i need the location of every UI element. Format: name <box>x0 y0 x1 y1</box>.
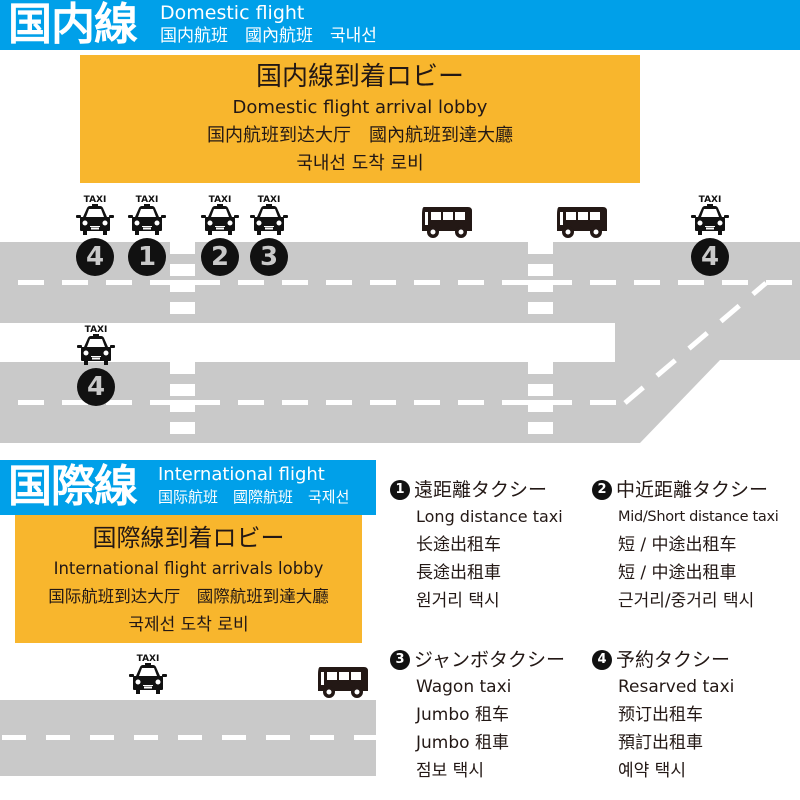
bus-icon <box>314 665 370 699</box>
legend-title: 中近距離タクシー <box>616 479 769 501</box>
taxi-stand-badge-4: 4 <box>691 238 729 276</box>
international-header: 国際線 International flight 国际航班 國際航班 국제선 <box>0 460 376 515</box>
legend-ko: 원거리 택시 <box>416 591 500 611</box>
international-lobby-title-ja: 国際線到着ロビー <box>92 524 285 552</box>
taxi-icon <box>125 193 169 237</box>
number-badge-icon: 4 <box>592 650 612 670</box>
domestic-header: 国内線 Domestic flight 国内航班 國內航班 국내선 <box>0 0 800 50</box>
domestic-subtitles: 国内航班 國內航班 국내선 <box>160 26 377 46</box>
domestic-lobby-title-zh: 国内航班到达大厅 國內航班到達大廳 <box>207 125 513 146</box>
legend-zh-traditional: 長途出租車 <box>416 563 501 583</box>
taxi-stand-badge-4: 4 <box>76 238 114 276</box>
domestic-arrival-lobby: 国内線到着ロビー Domestic flight arrival lobby 国… <box>80 55 640 183</box>
taxi-icon <box>74 323 118 367</box>
legend-title: 遠距離タクシー <box>414 479 548 501</box>
taxi-icon <box>247 193 291 237</box>
legend-ko: 예약 택시 <box>618 761 686 781</box>
legend-zh-traditional: Jumbo 租車 <box>416 733 509 753</box>
international-lobby-title-ko: 국제선 도착 로비 <box>128 615 249 635</box>
international-title-en: International flight <box>158 464 325 485</box>
legend-title: ジャンボタクシー <box>414 649 566 671</box>
legend-en: Mid/Short distance taxi <box>618 509 779 525</box>
taxi-icon <box>198 193 242 237</box>
legend-ko: 점보 택시 <box>416 761 484 781</box>
legend-zh-traditional: 短 / 中途出租車 <box>618 563 737 583</box>
international-lobby-title-zh: 国际航班到达大厅 國際航班到達大廳 <box>48 587 329 606</box>
legend-title: 予約タクシー <box>616 649 731 671</box>
legend-zh-simplified: 预订出租车 <box>618 705 703 725</box>
legend-zh-simplified: 短 / 中途出租车 <box>618 535 737 555</box>
taxi-icon <box>688 193 732 237</box>
number-badge-icon: 1 <box>390 480 410 500</box>
legend-en: Resarved taxi <box>618 677 735 697</box>
bus-icon <box>553 205 609 239</box>
bus-icon <box>418 205 474 239</box>
number-badge-icon: 2 <box>592 480 612 500</box>
international-road <box>0 700 376 776</box>
legend-zh-simplified: 长途出租车 <box>416 535 501 555</box>
international-title-ja: 国際線 <box>8 461 138 512</box>
taxi-stand-badge-3: 3 <box>250 238 288 276</box>
international-subtitles: 国际航班 國際航班 국제선 <box>158 488 350 506</box>
international-lobby-title-en: International flight arrivals lobby <box>53 559 324 578</box>
domestic-road <box>0 242 800 443</box>
domestic-title-en: Domestic flight <box>160 2 305 24</box>
domestic-lobby-title-en: Domestic flight arrival lobby <box>232 97 488 118</box>
taxi-stand-badge-1: 1 <box>128 238 166 276</box>
domestic-lobby-title-ko: 국내선 도착 로비 <box>296 153 424 174</box>
domestic-title-ja: 国内線 <box>8 0 138 50</box>
number-badge-icon: 3 <box>390 650 410 670</box>
legend-en: Wagon taxi <box>416 677 512 697</box>
international-arrival-lobby: 国際線到着ロビー International flight arrivals l… <box>15 515 362 643</box>
taxi-stand-badge-4: 4 <box>77 368 115 406</box>
legend-en: Long distance taxi <box>416 507 563 526</box>
legend-ko: 근거리/중거리 택시 <box>618 591 755 611</box>
taxi-icon <box>73 193 117 237</box>
legend-zh-traditional: 預訂出租車 <box>618 733 703 753</box>
legend-zh-simplified: Jumbo 租车 <box>416 705 509 725</box>
taxi-icon <box>126 652 170 696</box>
domestic-lobby-title-ja: 国内線到着ロビー <box>255 62 464 92</box>
taxi-stand-badge-2: 2 <box>201 238 239 276</box>
